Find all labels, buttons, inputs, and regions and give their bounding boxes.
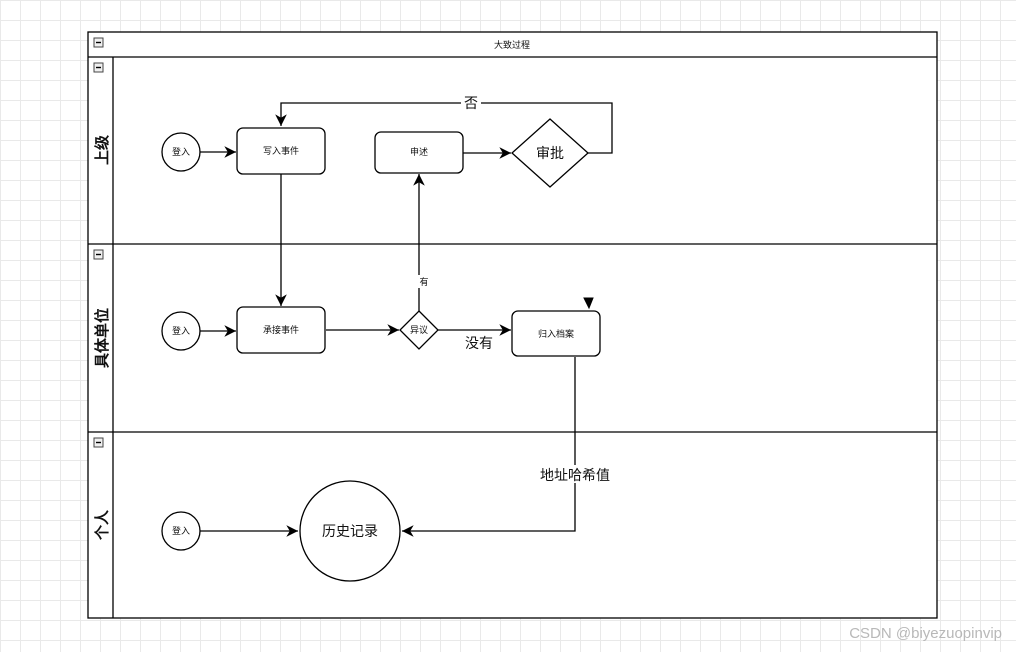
process-statement[interactable]: 申述 xyxy=(374,131,464,174)
watermark: CSDN @biyezuopinvip xyxy=(849,625,1002,642)
node-label: 申述 xyxy=(410,146,428,158)
node-label: 登入 xyxy=(172,526,190,537)
node-label: 登入 xyxy=(172,147,190,158)
start-node-login[interactable]: 登入 xyxy=(161,511,201,551)
node-label: 承接事件 xyxy=(263,324,299,336)
collapse-icon[interactable] xyxy=(93,37,104,48)
node-label: 异议 xyxy=(410,325,428,336)
edge-label-hash: 地址哈希值 xyxy=(540,468,610,484)
collapse-icon[interactable] xyxy=(93,249,104,260)
decision-objection[interactable]: 异议 xyxy=(399,310,439,350)
pool-title: 大致过程 xyxy=(494,39,530,51)
edge-approval-no-loop xyxy=(275,102,613,154)
node-label: 登入 xyxy=(172,326,190,337)
edge-label-no: 否 xyxy=(464,96,478,112)
lane-label-unit: 具体单位 xyxy=(93,308,111,368)
lane-label-superior: 上级 xyxy=(93,134,111,165)
node-label: 写入事件 xyxy=(263,145,299,157)
decision-approval[interactable]: 审批 xyxy=(511,118,589,188)
edge-archive-history xyxy=(402,357,576,537)
start-node-login[interactable]: 登入 xyxy=(161,132,201,172)
collapse-icon[interactable] xyxy=(93,437,104,448)
node-label: 归入档案 xyxy=(538,328,574,340)
node-history-record[interactable]: 历史记录 xyxy=(299,480,401,582)
node-label: 审批 xyxy=(536,146,564,162)
lane-label-individual: 个人 xyxy=(93,509,111,541)
process-write-event[interactable]: 写入事件 xyxy=(236,127,326,175)
process-accept-event[interactable]: 承接事件 xyxy=(236,306,326,354)
archive-corner-arrow xyxy=(583,297,594,310)
edge-label-yes: 有 xyxy=(419,276,428,288)
edge-label-none: 没有 xyxy=(465,336,493,352)
node-label: 历史记录 xyxy=(322,524,378,540)
process-archive[interactable]: 归入档案 xyxy=(511,310,601,357)
start-node-login[interactable]: 登入 xyxy=(161,311,201,351)
collapse-icon[interactable] xyxy=(93,62,104,73)
